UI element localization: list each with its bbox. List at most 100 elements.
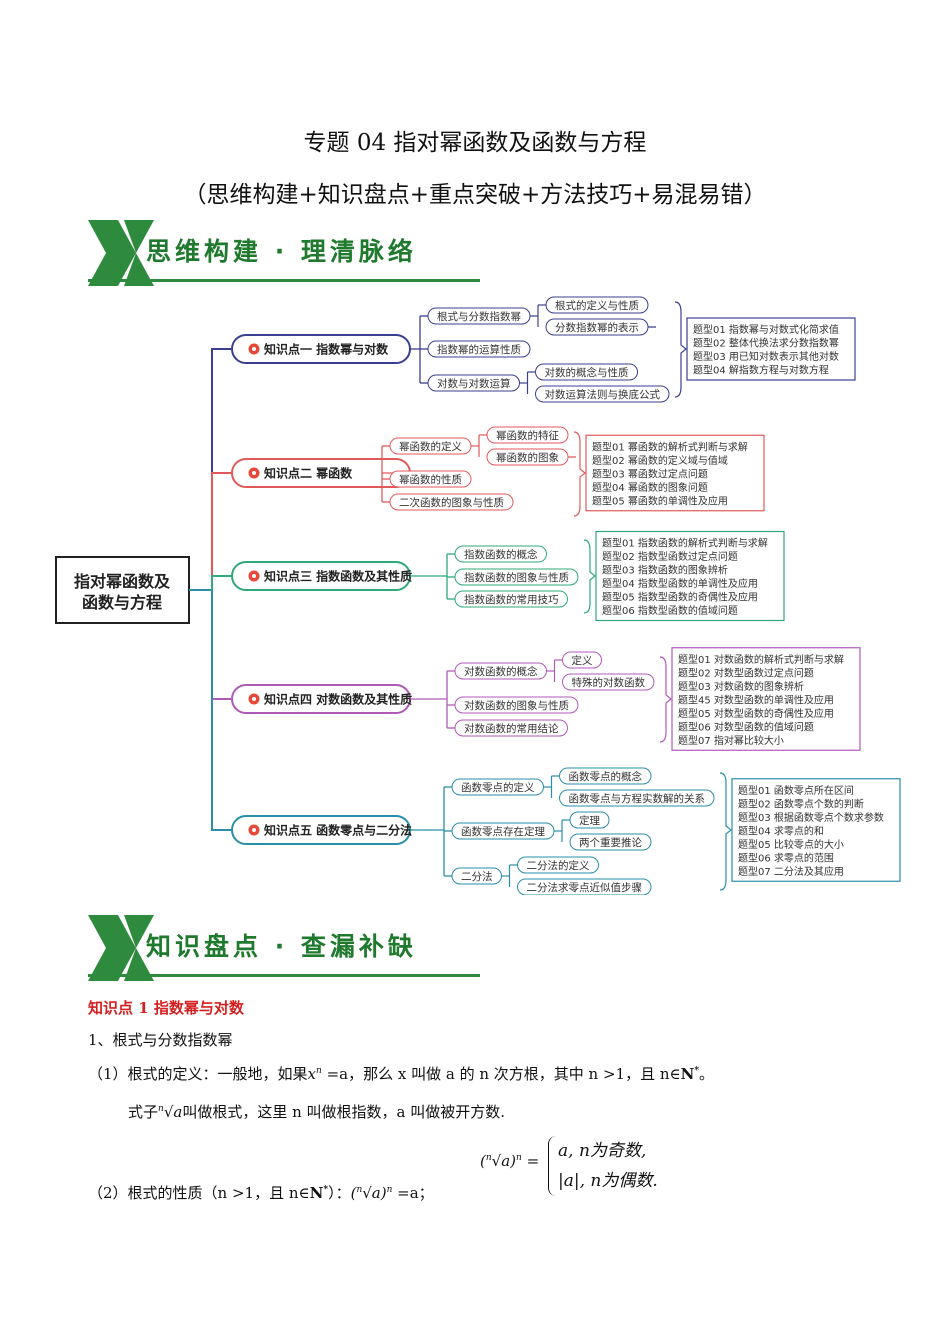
- root-label-line1: 指对幂函数及: [74, 572, 171, 591]
- banner-x-icon: [88, 220, 154, 286]
- question-type-item: 题型06 求零点的范围: [738, 851, 834, 864]
- doc-title: 专题 04 指对幂函数及函数与方程: [303, 130, 647, 156]
- piecewise-case-odd: a, n为奇数,: [558, 1141, 647, 1161]
- topic-node: 二次函数的图象与性质: [399, 496, 504, 509]
- property-mid: ）：: [328, 1184, 351, 1202]
- question-type-item: 题型45 对数型函数的单调性及应用: [678, 693, 834, 706]
- question-type-item: 题型02 函数零点个数的判断: [738, 797, 864, 810]
- subtopic-node: 对数的概念与性质: [545, 366, 629, 379]
- banner-line: [88, 279, 480, 282]
- definition-equation: =a，那么 x 叫做 a 的 n 次方根，其中 n >1，且 n∈: [321, 1065, 681, 1083]
- math-nstar: N*: [680, 1065, 700, 1083]
- topic-node: 函数零点存在定理: [461, 825, 545, 838]
- question-type-item: 题型04 指数型函数的单调性及应用: [602, 577, 758, 590]
- subtopic-node: 两个重要推论: [579, 836, 642, 849]
- question-type-item: 题型04 幂函数的图象问题: [592, 481, 708, 494]
- question-type-item: 题型01 函数零点所在区间: [738, 784, 854, 797]
- piecewise-brace: [548, 1136, 559, 1196]
- question-type-item: 题型04 解指数方程与对数方程: [693, 364, 829, 377]
- property-line: （2）根式的性质（n >1，且 n∈N*）：(n√a)n =a；: [88, 1182, 434, 1203]
- topic-node: 对数与对数运算: [437, 377, 511, 390]
- question-type-item: 题型05 对数型函数的奇偶性及应用: [678, 707, 834, 720]
- definition-line: （1）根式的定义：一般地，如果xn =a，那么 x 叫做 a 的 n 次方根，其…: [88, 1063, 714, 1084]
- question-type-item: 题型05 指数型函数的奇偶性及应用: [602, 591, 758, 604]
- question-type-item: 题型06 对数型函数的值域问题: [678, 720, 814, 733]
- math-xn: xn: [307, 1065, 322, 1083]
- banner-mindmap-text: 思维构建 · 理清脉络: [146, 237, 417, 266]
- subtopic-node: 分数指数幂的表示: [555, 321, 639, 334]
- piecewise-case-even: |a|, n为偶数.: [558, 1171, 658, 1191]
- question-types-box: [595, 530, 785, 622]
- branch-2: 知识点二 幂函数 幂函数的定义 幂函数的特征幂函数的图象幂函数的性质二次函数的图象与…: [211, 426, 765, 590]
- subtopic-node: 二分法求零点近似值步骤: [527, 881, 643, 894]
- math-radical: n√a: [158, 1103, 183, 1121]
- topic-node: 幂函数的性质: [399, 473, 462, 486]
- question-type-item: 题型02 指数型函数过定点问题: [602, 550, 738, 563]
- knowledge-point-label: 知识点二 幂函数: [263, 466, 353, 481]
- topic-node: 指数函数的常用技巧: [464, 593, 559, 606]
- question-types-box: [585, 434, 765, 512]
- question-type-item: 题型01 指数函数的解析式判断与求解: [602, 537, 768, 550]
- subtopic-node: 对数运算法则与换底公式: [545, 388, 661, 401]
- knowledge-point-label: 知识点五 函数零点与二分法: [263, 823, 412, 838]
- question-type-item: 题型03 幂函数过定点问题: [592, 467, 708, 480]
- property-eq1: =a；: [397, 1184, 434, 1202]
- definition-prefix: （1）根式的定义：一般地，如果: [88, 1065, 308, 1083]
- question-type-item: 题型03 用已知对数表示其他对数: [693, 350, 839, 363]
- topic-node: 指数函数的图象与性质: [464, 571, 569, 584]
- item-heading: 1、根式与分数指数幂: [88, 1031, 233, 1049]
- topic-node: 对数函数的概念: [464, 665, 538, 678]
- question-type-item: 题型06 指数型函数的值域问题: [602, 604, 738, 617]
- topic-node: 对数函数的图象与性质: [464, 699, 569, 712]
- math-radical-power: (n√a)n: [350, 1184, 393, 1202]
- topic-node: 根式与分数指数幂: [437, 310, 521, 323]
- doc-subtitle: （思维构建+知识盘点+重点突破+方法技巧+易混易错）: [183, 182, 767, 208]
- math-nstar: N*: [309, 1184, 329, 1202]
- subtopic-node: 根式的定义与性质: [555, 299, 639, 312]
- question-type-item: 题型03 指数函数的图象辨析: [602, 564, 728, 577]
- topic-node: 函数零点的定义: [461, 781, 535, 794]
- question-types-box: [686, 317, 856, 381]
- subtopic-node: 函数零点与方程实数解的关系: [569, 792, 706, 805]
- math-radical-power-even: (n√a)n =: [480, 1152, 540, 1170]
- question-types-box: [731, 778, 901, 882]
- topic-node: 幂函数的定义: [399, 440, 462, 453]
- branch-1: 知识点一 指数幂与对数 根式与分数指数幂 根式的定义与性质分数指数幂的表示指数幂的运…: [211, 296, 856, 590]
- question-type-item: 题型05 幂函数的单调性及应用: [592, 494, 728, 507]
- question-type-item: 题型07 指对幂比较大小: [678, 734, 784, 747]
- subtopic-node: 特殊的对数函数: [572, 676, 646, 689]
- question-type-item: 题型01 指数幂与对数式化简求值: [693, 323, 839, 336]
- knowledge-point-label: 知识点三 指数函数及其性质: [263, 569, 412, 584]
- banner-knowledge: 知识盘点 · 查漏补缺: [88, 915, 480, 981]
- question-type-item: 题型05 比较零点的大小: [738, 838, 844, 851]
- property-prefix: （2）根式的性质（n >1，且 n∈: [88, 1184, 310, 1202]
- mindmap-root: 指对幂函数及函数与方程: [55, 556, 190, 624]
- topic-node: 二分法: [461, 870, 493, 883]
- knowledge-point-label: 知识点四 对数函数及其性质: [263, 692, 412, 707]
- banner-line: [88, 974, 480, 977]
- branch-5: 知识点五 函数零点与二分法函数零点的定义函数零点的概念函数零点与方程实数解的关系…: [211, 590, 901, 895]
- question-type-item: 题型07 二分法及其应用: [738, 865, 844, 878]
- question-type-item: 题型01 对数函数的解析式判断与求解: [678, 653, 844, 666]
- section-heading: 知识点 1 指数幂与对数: [88, 999, 244, 1017]
- knowledge-point-label: 知识点一 指数幂与对数: [263, 342, 389, 357]
- subtopic-node: 幂函数的特征: [496, 429, 559, 442]
- subtopic-node: 二分法的定义: [527, 859, 590, 872]
- definition-end: 。: [699, 1065, 715, 1083]
- branch-4: 知识点四 对数函数及其性质 对数函数的概念 定义特殊的对数函数对数函数的图象与性质对…: [211, 590, 861, 751]
- question-type-item: 题型04 求零点的和: [738, 824, 824, 837]
- root-label-line2: 函数与方程: [82, 593, 162, 612]
- banner-x-icon: [88, 915, 154, 981]
- topic-node: 对数函数的常用结论: [464, 722, 559, 735]
- question-type-item: 题型03 根据函数零点个数求参数: [738, 811, 884, 824]
- subtopic-node: 定义: [572, 654, 593, 667]
- radical-line: 式子n√a叫做根式，这里 n 叫做根指数，a 叫做被开方数.: [128, 1101, 505, 1122]
- topic-node: 指数函数的概念: [464, 548, 538, 561]
- branch-3: 知识点三 指数函数及其性质指数函数的概念指数函数的图象与性质指数函数的常用技巧题…: [211, 530, 785, 622]
- banner-mindmap: 思维构建 · 理清脉络: [88, 220, 480, 286]
- subtopic-node: 幂函数的图象: [496, 451, 559, 464]
- topic-node: 指数幂的运算性质: [437, 343, 521, 356]
- banner-knowledge-text: 知识盘点 · 查漏补缺: [146, 932, 417, 961]
- question-type-item: 题型02 整体代换法求分数指数幂: [693, 337, 839, 350]
- question-type-item: 题型02 对数型函数过定点问题: [678, 666, 814, 679]
